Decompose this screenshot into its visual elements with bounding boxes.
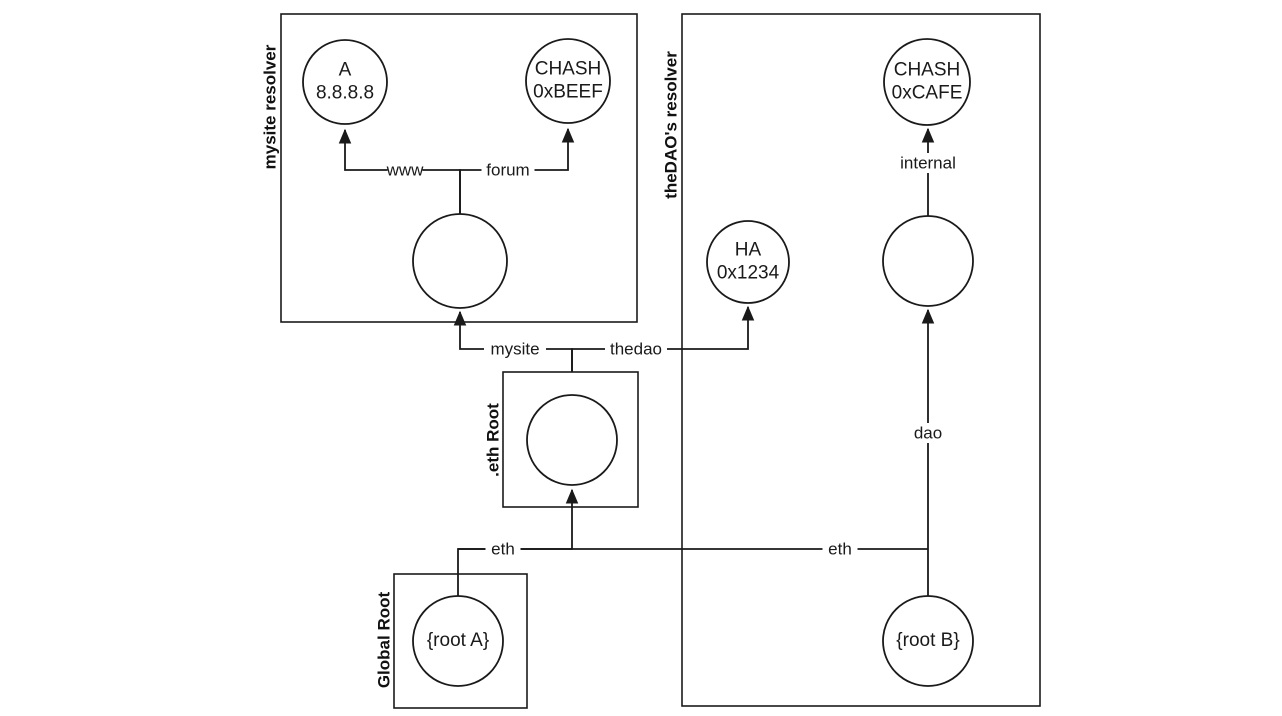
node-ha-record[interactable] (706, 220, 790, 304)
node-mysite[interactable] (412, 213, 508, 309)
node-a-record[interactable] (302, 39, 388, 125)
node-a-record-label-0: A (339, 60, 352, 81)
edge-label-backdrop-edge-internal (888, 153, 968, 173)
node-chash-cafe-label-1: 0xCAFE (892, 83, 963, 104)
edge-label-backdrop-edge-forum (481, 160, 535, 180)
node-ha-record-label-1: 0x1234 (717, 263, 780, 284)
node-thedao[interactable] (882, 215, 974, 307)
edge-label-edge-www: www (386, 160, 425, 179)
node-chash-cafe-label-0: CHASH (894, 60, 961, 81)
edge-label-backdrop-edge-www (387, 160, 423, 180)
edge-label-backdrop-edge-thedao (605, 339, 667, 359)
group-box-thedao-resolver (681, 13, 1041, 707)
node-chash-beef-label-1: 0xBEEF (533, 82, 603, 103)
edge-label-edge-mysite: mysite (490, 339, 539, 358)
group-label-mysite-resolver: mysite resolver (260, 44, 279, 169)
edge-label-backdrop-edge-mysite (484, 339, 546, 359)
node-chash-cafe[interactable] (883, 38, 971, 126)
arrowhead-edge-internal (921, 127, 935, 143)
group-box-global-root (393, 573, 528, 709)
node-chash-beef[interactable] (525, 38, 611, 124)
node-eth-root[interactable] (526, 394, 618, 486)
edge-label-edge-forum: forum (486, 160, 529, 179)
node-root-a-label-0: {root A} (427, 630, 489, 651)
edge-label-backdrop-edge-eth-right (822, 539, 858, 559)
edge-label-edge-eth-left: eth (491, 539, 515, 558)
node-a-record-label-1: 8.8.8.8 (316, 83, 374, 104)
arrowhead-edge-mysite (453, 310, 467, 326)
edge-label-backdrop-edge-eth-left (485, 539, 521, 559)
node-root-a[interactable] (412, 595, 504, 687)
node-chash-beef-label-0: CHASH (535, 59, 602, 80)
edge-label-edge-internal: internal (900, 153, 956, 172)
edge-label-edge-thedao: thedao (610, 339, 662, 358)
edge-label-edge-dao: dao (914, 423, 942, 442)
arrowhead-edge-dao (921, 308, 935, 324)
nodes-layer: A8.8.8.8CHASH0xBEEFCHASH0xCAFEHA0x1234{r… (302, 38, 974, 687)
node-ha-record-label-0: HA (735, 240, 762, 261)
arrowhead-edge-www (338, 128, 352, 144)
group-labels-layer: mysite resolver theDAO's resolver .eth Roo… (260, 44, 680, 688)
edge-labels-layer: www forum mysite thedao internal eth eth dao (386, 153, 968, 559)
group-label-thedao-resolver: theDAO's resolver (661, 51, 680, 199)
arrowhead-edge-eth-left (565, 488, 579, 504)
node-root-b[interactable] (882, 595, 974, 687)
edge-label-backdrop-edge-dao (910, 423, 946, 443)
edge-label-edge-eth-right: eth (828, 539, 852, 558)
group-box-eth-root (502, 371, 639, 508)
group-label-global-root: Global Root (374, 592, 393, 689)
arrowhead-edge-thedao (741, 305, 755, 321)
node-root-b-label-0: {root B} (896, 630, 959, 651)
group-label-eth-root: .eth Root (483, 403, 502, 477)
arrowhead-edge-forum (561, 127, 575, 143)
